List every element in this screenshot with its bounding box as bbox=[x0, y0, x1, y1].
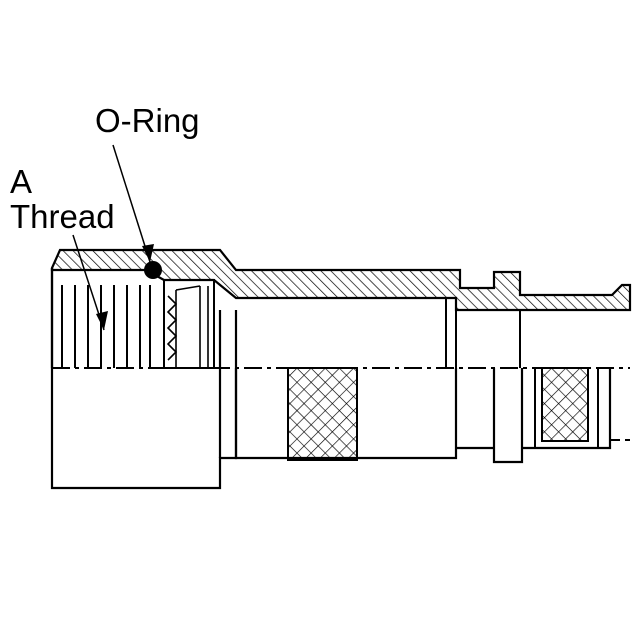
oring-label: O-Ring bbox=[95, 102, 200, 139]
knurl-band-tail bbox=[541, 367, 589, 442]
thread-label-line2: Thread bbox=[10, 198, 115, 235]
thread-arrowhead bbox=[96, 311, 108, 330]
knurl-band-main bbox=[287, 367, 358, 461]
tail-tube-outline bbox=[522, 368, 612, 450]
collar-outline bbox=[456, 368, 524, 464]
thread-label-line1: A bbox=[10, 163, 33, 200]
body-outline-lower bbox=[218, 310, 458, 460]
nut-grip-lines bbox=[61, 285, 151, 368]
shell-wall-hatched bbox=[50, 248, 632, 312]
oring-leader bbox=[112, 144, 151, 263]
o-ring-shape bbox=[144, 261, 162, 279]
oring-arrowhead bbox=[142, 244, 154, 262]
spring-coil bbox=[166, 295, 178, 361]
